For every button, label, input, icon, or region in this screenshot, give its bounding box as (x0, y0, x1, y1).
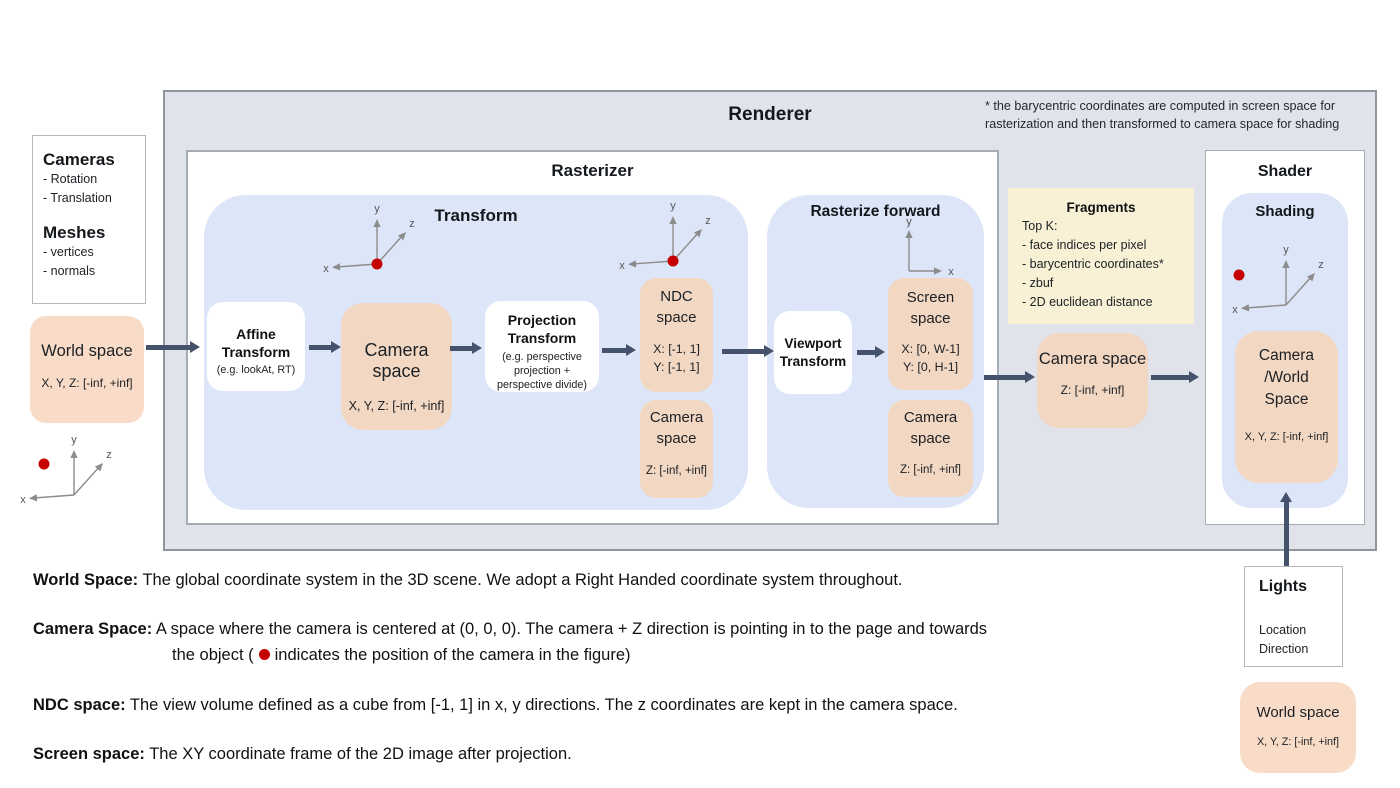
svg-text:y: y (374, 203, 380, 215)
lights-title: Lights (1259, 578, 1307, 595)
svg-text:y: y (670, 200, 676, 212)
screen-camera-space-title: Camera space (903, 409, 958, 447)
projection-transform-box: Projection Transform (e.g. perspective p… (485, 301, 599, 392)
camera-space-mid-box: Camera space Z: [-inf, +inf] (1037, 333, 1148, 428)
flow-arrow-viewport-to-screen (857, 350, 875, 355)
projection-title: Projection Transform (507, 312, 577, 346)
world-space-right-range: X, Y, Z: [-inf, +inf] (1256, 736, 1340, 748)
flow-arrow-camera-to-shader (1151, 375, 1189, 380)
camera-world-space-title: Camera /World Space (1258, 347, 1315, 408)
ndc-camera-space-box: Camera space Z: [-inf, +inf] (640, 400, 713, 498)
screen-camera-space-range: Z: [-inf, +inf] (899, 464, 962, 476)
fragments-list: Top K: - face indices per pixel - baryce… (1022, 219, 1164, 309)
camera-space-mid-title: Camera space (1038, 350, 1147, 368)
cameras-meshes-box: Cameras - Rotation - Translation Meshes … (32, 135, 146, 304)
cameras-item: - Rotation (43, 172, 98, 186)
lights-item: Direction (1259, 641, 1309, 656)
shading-axes-icon: y z x (1228, 241, 1328, 326)
meshes-item: - normals (43, 263, 96, 278)
flow-arrow-lights-to-shader (1284, 502, 1289, 566)
transform-title: Transform (434, 206, 518, 225)
svg-text:y: y (1283, 244, 1289, 256)
svg-text:z: z (705, 215, 711, 227)
svg-text:z: z (106, 449, 112, 461)
meshes-title: Meshes (43, 223, 106, 242)
shading-title: Shading (1255, 203, 1315, 220)
ndc-space-box: NDC space X: [-1, 1] Y: [-1, 1] (640, 278, 713, 392)
flow-arrow-raster-to-fragments-camera (984, 375, 1025, 380)
camera-space-box: Camera space X, Y, Z: [-inf, +inf] (341, 303, 452, 430)
svg-text:x: x (323, 263, 329, 275)
affine-note: (e.g. lookAt, RT) (216, 364, 296, 376)
cameras-title: Cameras (43, 150, 115, 169)
svg-text:y: y (71, 434, 77, 446)
lights-item: Location (1259, 623, 1307, 637)
rasterize-forward-title: Rasterize forward (810, 203, 941, 220)
svg-text:z: z (409, 218, 415, 230)
camera-space-title: Camera space (364, 340, 429, 381)
affine-transform-box: Affine Transform (e.g. lookAt, RT) (207, 302, 305, 391)
definition-ndc-space: NDC space: The view volume defined as a … (33, 696, 958, 714)
meshes-item: - vertices (43, 245, 94, 259)
camera-world-space-range: X, Y, Z: [-inf, +inf] (1244, 431, 1329, 443)
screen-space-ranges: X: [0, W-1] Y: [0, H-1] (901, 342, 960, 374)
projection-note: (e.g. perspective projection + perspecti… (496, 351, 588, 391)
screen-space-box: Screen space X: [0, W-1] Y: [0, H-1] (888, 278, 973, 390)
flow-arrow-affine-to-camera (309, 345, 331, 350)
screen-space-title: Screen space (906, 289, 955, 327)
camera-world-space-box: Camera /World Space X, Y, Z: [-inf, +inf… (1235, 331, 1338, 483)
world-axes-icon: y z x (16, 431, 116, 516)
ndc-space-ranges: X: [-1, 1] Y: [-1, 1] (653, 342, 700, 374)
svg-text:x: x (948, 266, 954, 278)
world-space-input-box: World space X, Y, Z: [-inf, +inf] (30, 316, 144, 423)
viewport-transform-box: Viewport Transform (774, 311, 852, 394)
world-space-right-title: World space (1256, 704, 1340, 721)
definition-screen-space: Screen space: The XY coordinate frame of… (33, 745, 572, 763)
flow-arrow-ndc-to-viewport (722, 349, 764, 354)
camera-space-mid-range: Z: [-inf, +inf] (1060, 383, 1125, 397)
rasterizer-title: Rasterizer (551, 161, 634, 180)
svg-text:y: y (906, 217, 912, 228)
fragments-title: Fragments (1066, 200, 1136, 215)
fragments-box: Fragments Top K: - face indices per pixe… (1008, 188, 1194, 324)
definition-camera-space: Camera Space: A space where the camera i… (33, 620, 988, 664)
ndc-camera-space-range: Z: [-inf, +inf] (645, 465, 708, 477)
lights-box: Lights Location Direction (1244, 566, 1343, 667)
svg-text:z: z (1318, 259, 1324, 271)
svg-text:x: x (1232, 304, 1238, 316)
world-space-title: World space (41, 342, 133, 360)
screen-camera-space-box: Camera space Z: [-inf, +inf] (888, 400, 973, 497)
barycentric-footnote: * the barycentric coordinates are comput… (985, 99, 1340, 131)
svg-text:x: x (20, 494, 26, 506)
flow-arrow-camera-to-projection (450, 346, 472, 351)
viewport-title: Viewport Transform (779, 335, 847, 369)
camera-axes-icon: y z x (319, 200, 419, 285)
renderer-title: Renderer (728, 104, 812, 125)
world-space-lights-box: World space X, Y, Z: [-inf, +inf] (1240, 682, 1356, 773)
flow-arrow-world-to-affine (146, 345, 190, 350)
ndc-axes-icon: y z x (615, 197, 715, 282)
red-dot-icon (258, 649, 270, 661)
ndc-camera-space-title: Camera space (649, 409, 704, 447)
shader-title: Shader (1257, 163, 1313, 180)
affine-title: Affine Transform (221, 326, 291, 360)
ndc-space-title: NDC space (656, 288, 697, 326)
world-space-range: X, Y, Z: [-inf, +inf] (41, 376, 133, 390)
flow-arrow-projection-to-ndc (602, 348, 626, 353)
cameras-item: - Translation (43, 190, 112, 205)
definition-world-space: World Space: The global coordinate syste… (33, 571, 903, 589)
camera-space-range: X, Y, Z: [-inf, +inf] (348, 399, 445, 413)
svg-text:x: x (619, 260, 625, 272)
